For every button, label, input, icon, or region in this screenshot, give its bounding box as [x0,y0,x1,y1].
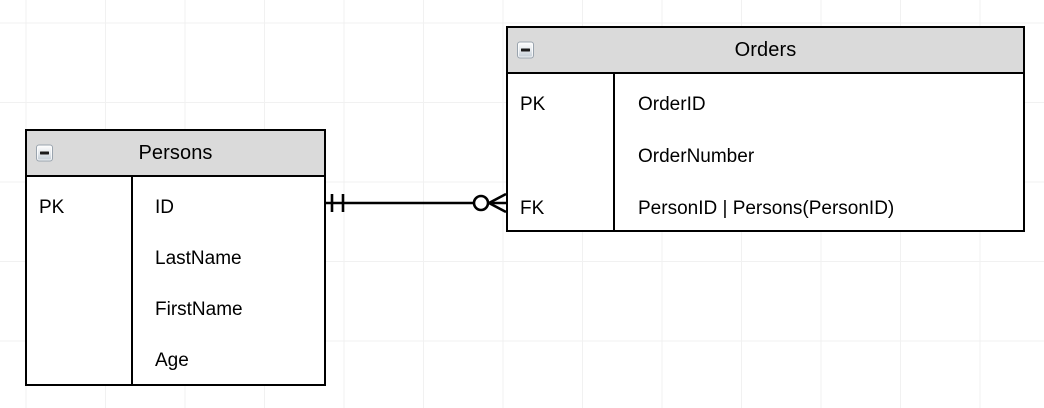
entity-persons-header: Persons [27,131,324,177]
entity-orders-title: Orders [734,39,797,61]
table-row-attribute: Age [155,350,189,371]
entity-persons-body: PK ID LastName FirstName Age [27,177,324,384]
crows-foot-prong [488,201,507,214]
table-row-key: FK [520,198,545,219]
entity-orders-key-column: PK FK [508,74,615,230]
entity-orders-header: Orders [508,28,1023,74]
table-row-key: PK [520,94,546,115]
entity-orders-attribute-column: OrderID OrderNumber PersonID | Persons(P… [615,74,1023,230]
minus-icon[interactable] [517,41,534,59]
table-row-attribute: ID [155,197,174,218]
entity-persons[interactable]: Persons PK ID LastName FirstName Age [25,129,326,386]
entity-orders-body: PK FK OrderID OrderNumber PersonID | Per… [508,74,1023,230]
minus-bar [521,48,530,52]
table-row-attribute: OrderNumber [638,146,755,167]
entity-orders[interactable]: Orders PK FK OrderID OrderNumber PersonI… [506,26,1025,232]
table-row-attribute: LastName [155,248,242,269]
table-row-key: PK [39,197,65,218]
table-row-attribute: OrderID [638,94,706,115]
table-row-attribute: FirstName [155,299,243,320]
entity-persons-key-column: PK [27,177,133,384]
cardinality-zero-circle [472,194,490,212]
crows-foot-prong [488,192,507,205]
minus-bar [40,151,49,155]
entity-persons-title: Persons [138,142,213,164]
minus-icon[interactable] [36,144,53,162]
entity-persons-attribute-column: ID LastName FirstName Age [133,177,324,384]
table-row-attribute: PersonID | Persons(PersonID) [638,198,895,219]
